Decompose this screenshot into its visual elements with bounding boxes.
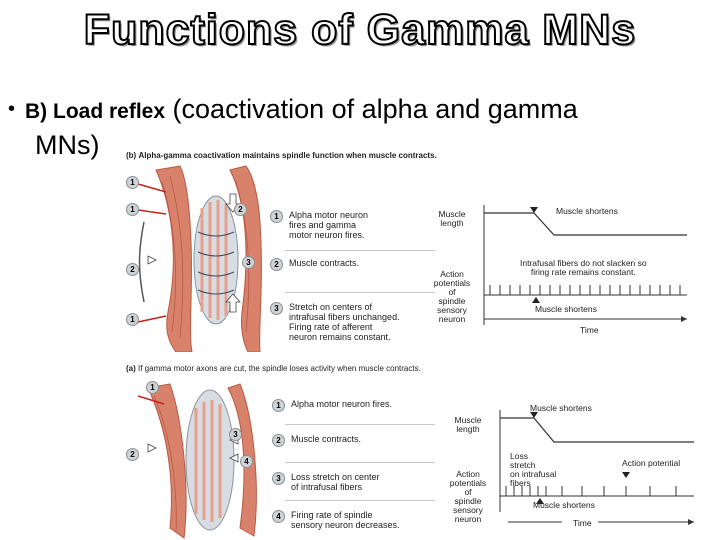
panel-a-step-1-text: Alpha motor neuron fires. (291, 399, 393, 409)
panel-b-callout-1c: 1 (126, 313, 139, 326)
panel-a-time-label: Time (573, 518, 592, 528)
panel-b-muscle-illustration (137, 165, 262, 352)
panel-a-graph (499, 410, 694, 525)
panel-a-callout-2: 2 (126, 448, 139, 461)
panel-b-callout-1b: 1 (126, 203, 139, 216)
panel-b-step-2-number: 2 (270, 258, 283, 271)
panel-a-caption: (a) If gamma motor axons are cut, the sp… (126, 364, 421, 373)
bullet-marker: • (8, 98, 16, 120)
panel-b-step-1-number: 1 (270, 210, 283, 223)
panel-a-step-2-number: 2 (272, 434, 285, 447)
panel-a-step-divider-1 (285, 424, 435, 425)
panel-a-spike-train (500, 486, 694, 497)
panel-a-step-1-number: 1 (272, 399, 285, 412)
panel-b-tag: (b) (126, 151, 137, 160)
panel-b-spike-train (484, 285, 687, 296)
panel-a-step-4-number: 4 (272, 510, 285, 523)
panel-a-step-divider-2 (285, 462, 435, 463)
panel-a-step-1: 1 Alpha motor neuron fires. (272, 399, 392, 412)
panel-b-muscle-shortens-top: Muscle shortens (556, 206, 618, 216)
bullet-bold-text: B) Load reflex (25, 100, 166, 123)
panel-b-callout-2a: 2 (234, 203, 247, 216)
panel-a-callout-1: 1 (146, 381, 159, 394)
bullet-continuation: MNs) (35, 130, 100, 160)
panel-a-muscle-shortens-bottom: Muscle shortens (533, 500, 595, 510)
panel-b-graph (483, 205, 687, 325)
panel-b-caption: (b) Alpha-gamma coactivation maintains s… (126, 151, 437, 160)
panel-a-callout-4: 4 (240, 455, 253, 468)
panel-b-step-2: 2 Muscle contracts. (270, 258, 359, 271)
panel-b-step-2-text: Muscle contracts. (289, 258, 360, 268)
bullet-text: (coactivation of alpha and gamma (165, 94, 578, 124)
panel-b-step-3-number: 3 (270, 302, 283, 315)
panel-b-callout-2b: 2 (126, 263, 139, 276)
panel-a-muscle-illustration (137, 383, 257, 539)
panel-a-step-divider-3 (285, 500, 435, 501)
panel-a-step-2: 2 Muscle contracts. (272, 434, 361, 447)
panel-b-time-label: Time (580, 325, 599, 335)
panel-a-tag: (a) (126, 364, 136, 373)
panel-b-step-divider-2 (285, 292, 435, 293)
panel-a-step-3-number: 3 (272, 472, 285, 485)
bullet-point: • B) Load reflex (coactivation of alpha a… (8, 94, 578, 127)
panel-a-step-2-text: Muscle contracts. (291, 434, 362, 444)
panel-a-caption-text: If gamma motor axons are cut, the spindl… (138, 364, 421, 373)
panel-b-callout-1a: 1 (126, 176, 139, 189)
panel-a-callout-3: 3 (229, 428, 242, 441)
panel-b-callout-3: 3 (242, 256, 255, 269)
panel-a-muscle-shortens-top: Muscle shortens (530, 403, 592, 413)
slide-title: Functions of Gamma MNs (83, 5, 637, 55)
panel-b-step-divider-1 (285, 250, 435, 251)
panel-b-muscle-shortens-bottom: Muscle shortens (535, 304, 597, 314)
panel-a-action-potential-label: Action potential (622, 458, 681, 468)
panel-b-caption-text: Alpha-gamma coactivation maintains spind… (138, 151, 437, 160)
